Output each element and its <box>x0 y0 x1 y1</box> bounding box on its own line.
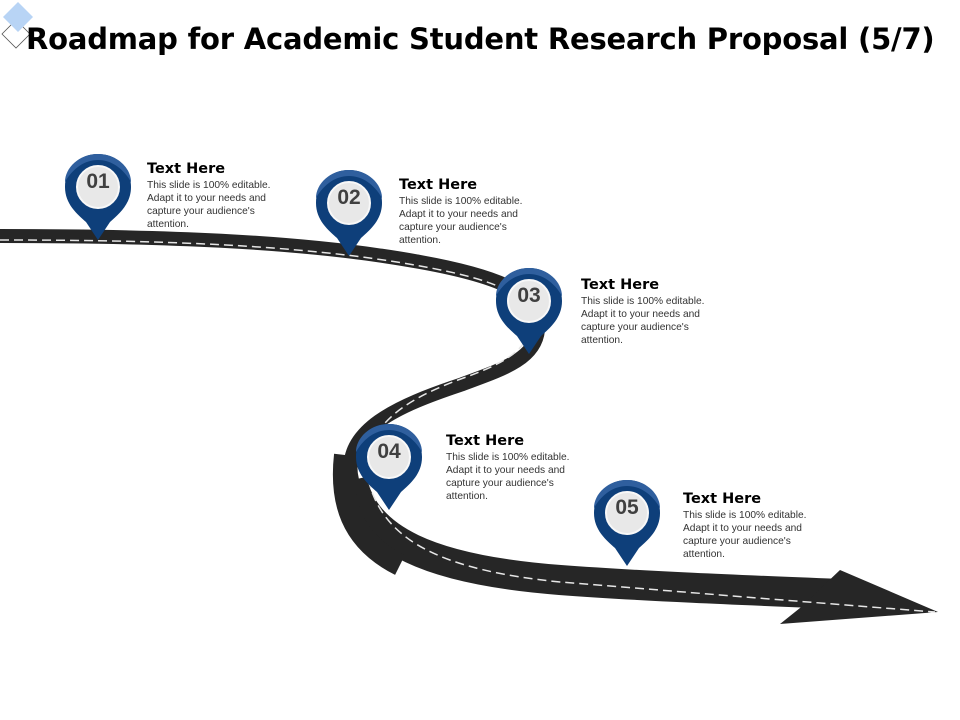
milestone-pin-02: 02 <box>314 168 384 260</box>
milestone-number: 04 <box>377 440 401 463</box>
milestone-label: Text Here This slide is 100% editable. A… <box>683 491 823 561</box>
milestone-heading: Text Here <box>399 177 478 193</box>
map-pin-icon <box>65 154 131 240</box>
map-pin-icon <box>356 424 422 510</box>
milestone-description: This slide is 100% editable. Adapt it to… <box>581 296 705 346</box>
milestone-description: This slide is 100% editable. Adapt it to… <box>399 196 523 246</box>
milestone-description: This slide is 100% editable. Adapt it to… <box>683 510 807 560</box>
milestone-number: 05 <box>615 496 639 519</box>
milestone-description: This slide is 100% editable. Adapt it to… <box>147 180 271 230</box>
milestone-number: 03 <box>517 284 541 307</box>
milestone-heading: Text Here <box>581 277 660 293</box>
milestone-description: This slide is 100% editable. Adapt it to… <box>446 452 570 502</box>
milestone-heading: Text Here <box>446 433 525 449</box>
corner-diamond-icon <box>1 2 33 49</box>
milestone-pin-03: 03 <box>494 266 564 358</box>
milestone-pin-05: 05 <box>592 478 662 570</box>
milestone-pin-01: 01 <box>63 152 133 244</box>
milestone-number: 02 <box>337 186 361 209</box>
milestone-label: Text Here This slide is 100% editable. A… <box>581 277 721 347</box>
milestone-heading: Text Here <box>147 161 226 177</box>
milestone-number: 01 <box>86 170 110 193</box>
milestone-heading: Text Here <box>683 491 762 507</box>
milestone-label: Text Here This slide is 100% editable. A… <box>399 177 539 247</box>
milestone-label: Text Here This slide is 100% editable. A… <box>147 161 287 231</box>
milestone-label: Text Here This slide is 100% editable. A… <box>446 433 586 503</box>
map-pin-icon <box>594 480 660 566</box>
milestone-pin-04: 04 <box>354 422 424 514</box>
map-pin-icon <box>316 170 382 256</box>
map-pin-icon <box>496 268 562 354</box>
slide-title: Roadmap for Academic Student Research Pr… <box>26 22 935 56</box>
